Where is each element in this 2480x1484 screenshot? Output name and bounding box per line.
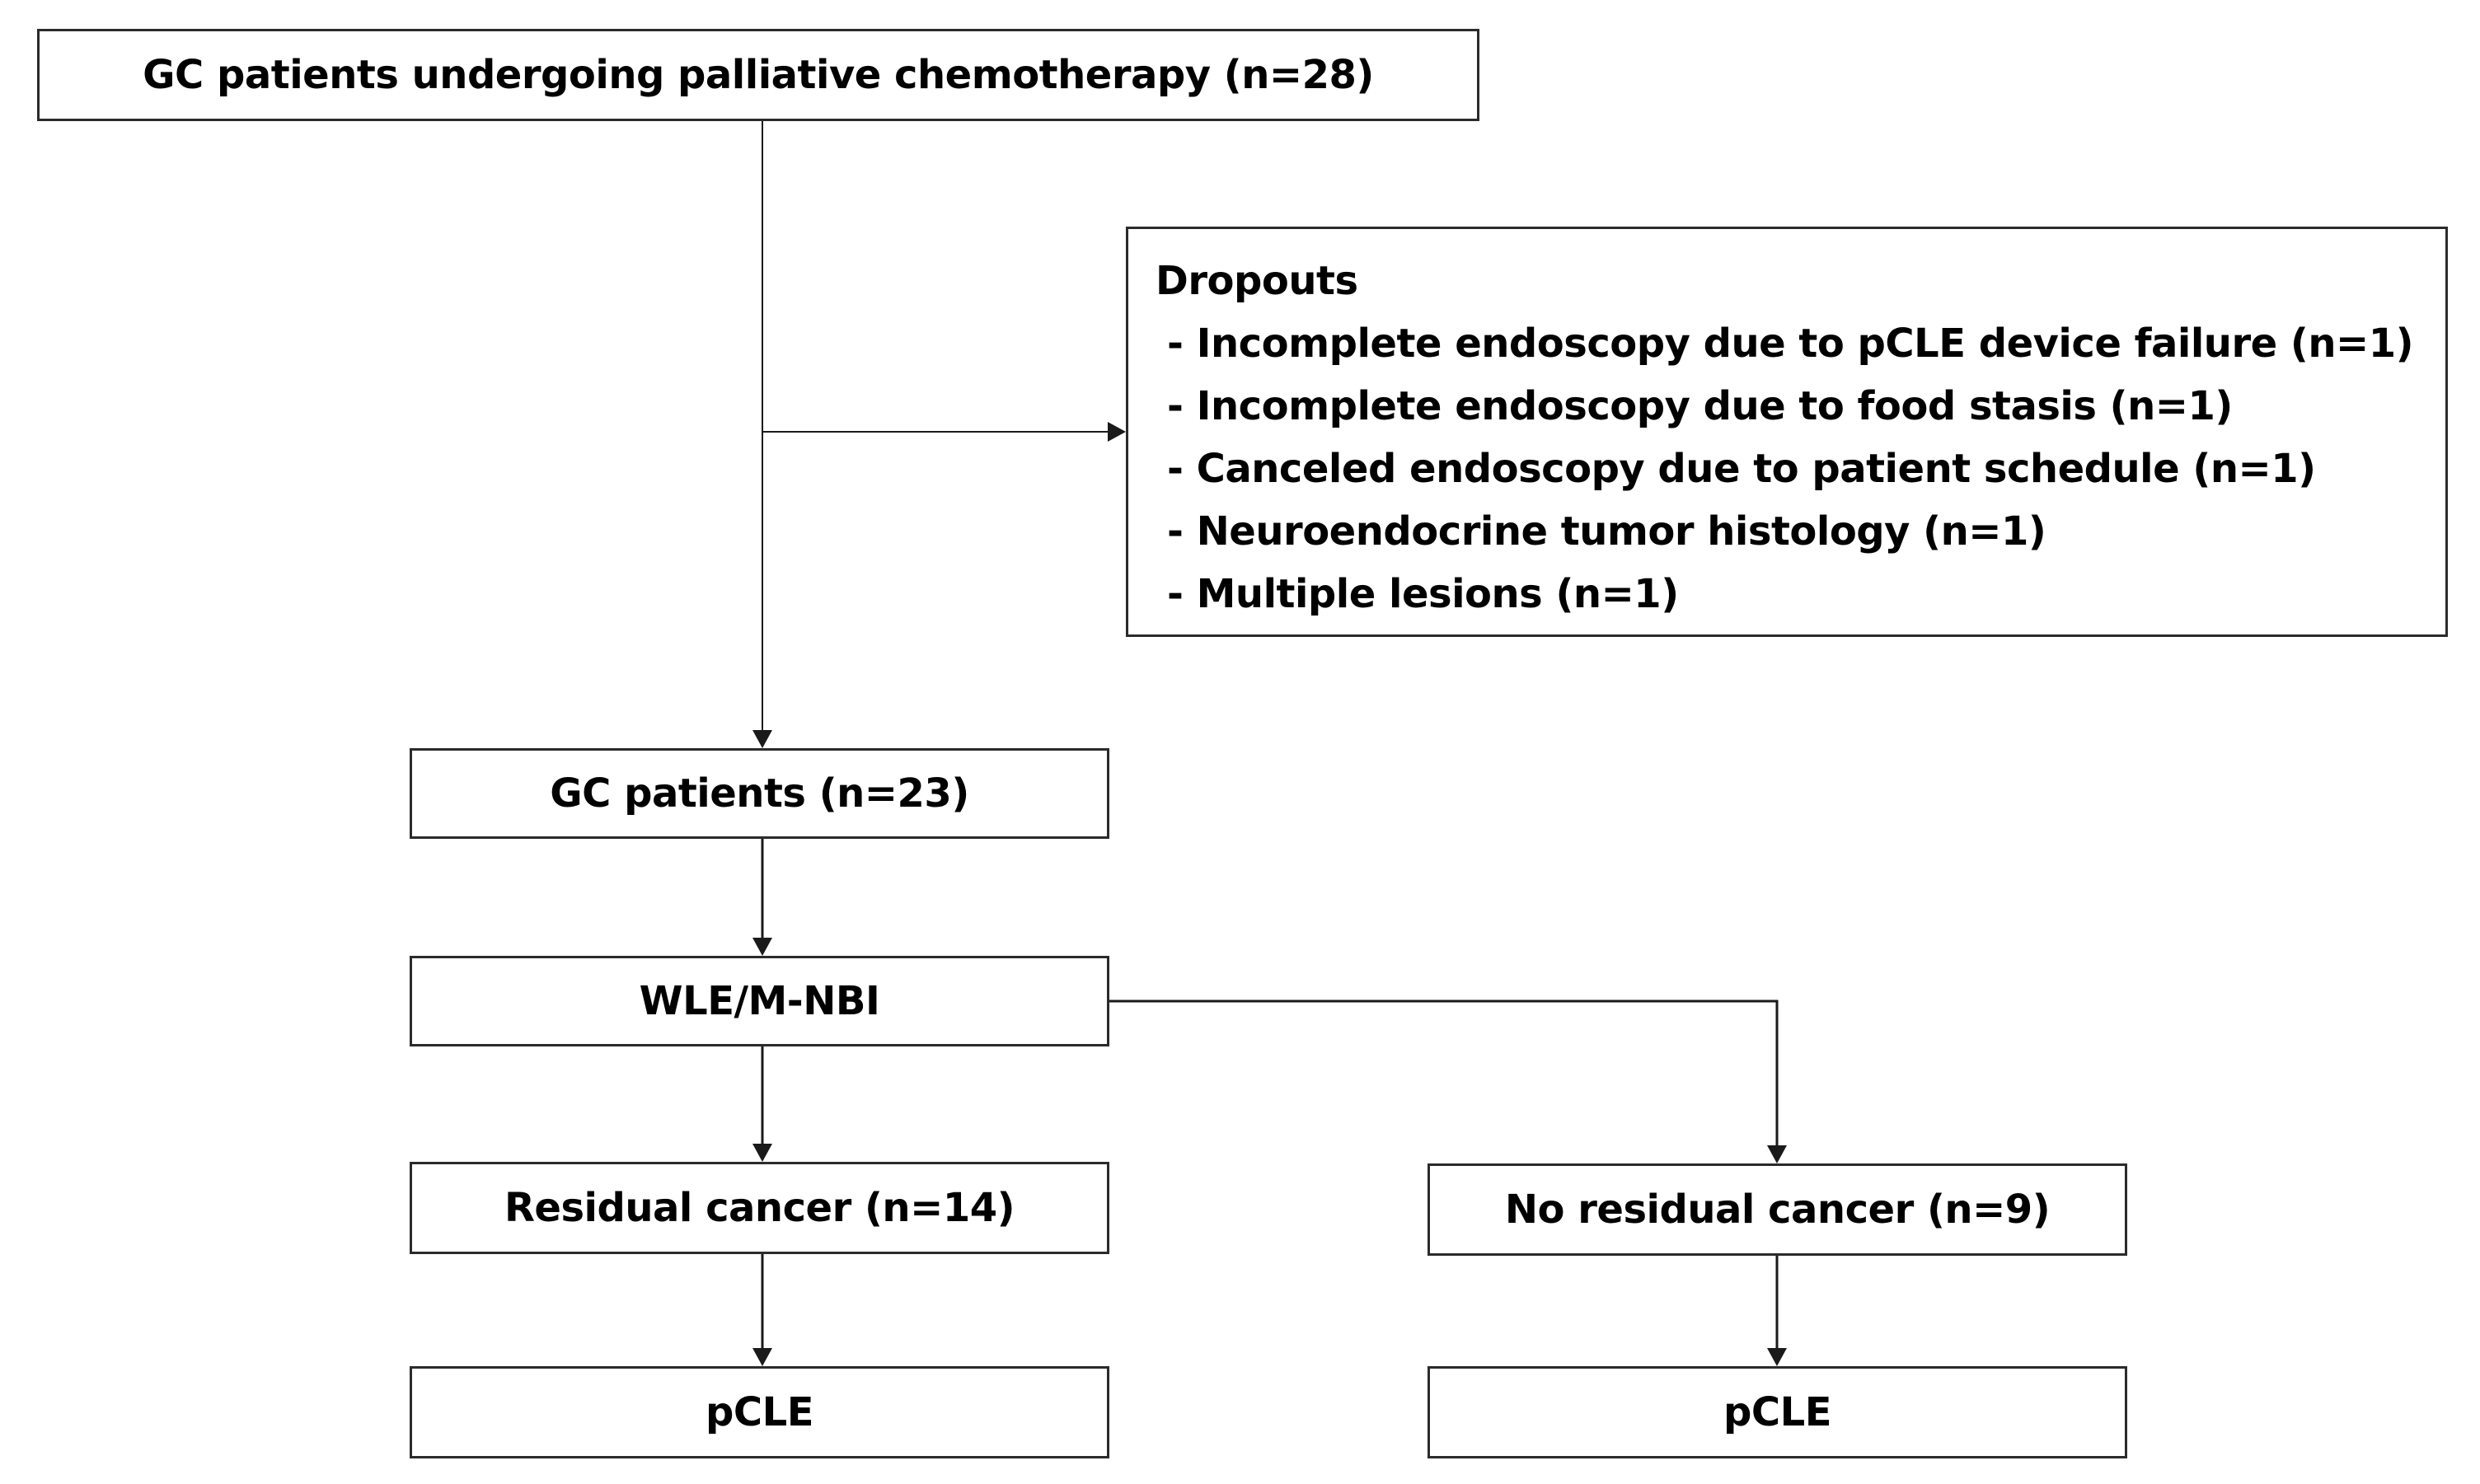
pcle-right-label: pCLE <box>1723 1389 1831 1435</box>
dropout-item: - Incomplete endoscopy due to pCLE devic… <box>1167 321 2414 367</box>
residual-cancer-box: Residual cancer (n=14) <box>410 1162 1109 1254</box>
residual-cancer-label: Residual cancer (n=14) <box>504 1185 1015 1231</box>
dropout-item: - Canceled endoscopy due to patient sche… <box>1167 446 2316 492</box>
connector-wle-to-no-residual <box>1109 999 1779 1147</box>
arrowhead-residual <box>752 1144 772 1162</box>
arrowhead-pcle-left <box>752 1348 772 1366</box>
gc-patients-label: GC patients (n=23) <box>550 770 969 817</box>
dropout-item: - Multiple lesions (n=1) <box>1167 571 1679 617</box>
pcle-left-label: pCLE <box>706 1389 813 1435</box>
arrowhead-wle <box>752 938 772 956</box>
pcle-left-box: pCLE <box>410 1366 1109 1458</box>
wle-mnbi-label: WLE/M-NBI <box>639 978 880 1024</box>
no-residual-cancer-label: No residual cancer (n=9) <box>1504 1187 2051 1233</box>
arrowhead-pcle-right <box>1767 1348 1787 1366</box>
dropouts-box: Dropouts - Incomplete endoscopy due to p… <box>1126 227 2448 637</box>
arrowhead-gc23 <box>752 730 772 748</box>
dropout-item: - Incomplete endoscopy due to food stasi… <box>1167 383 2233 429</box>
dropout-item: - Neuroendocrine tumor histology (n=1) <box>1167 508 2046 555</box>
arrowhead-no-residual <box>1767 1145 1787 1163</box>
no-residual-cancer-box: No residual cancer (n=9) <box>1428 1163 2127 1256</box>
start-node-box: GC patients undergoing palliative chemot… <box>37 29 1479 121</box>
dropouts-title: Dropouts <box>1156 258 1358 304</box>
pcle-right-box: pCLE <box>1428 1366 2127 1458</box>
wle-mnbi-box: WLE/M-NBI <box>410 956 1109 1046</box>
gc-patients-box: GC patients (n=23) <box>410 748 1109 839</box>
dropouts-list: - Incomplete endoscopy due to pCLE devic… <box>1156 312 2445 625</box>
start-node-label: GC patients undergoing palliative chemot… <box>143 52 1374 98</box>
arrowhead-dropouts <box>1108 422 1126 442</box>
